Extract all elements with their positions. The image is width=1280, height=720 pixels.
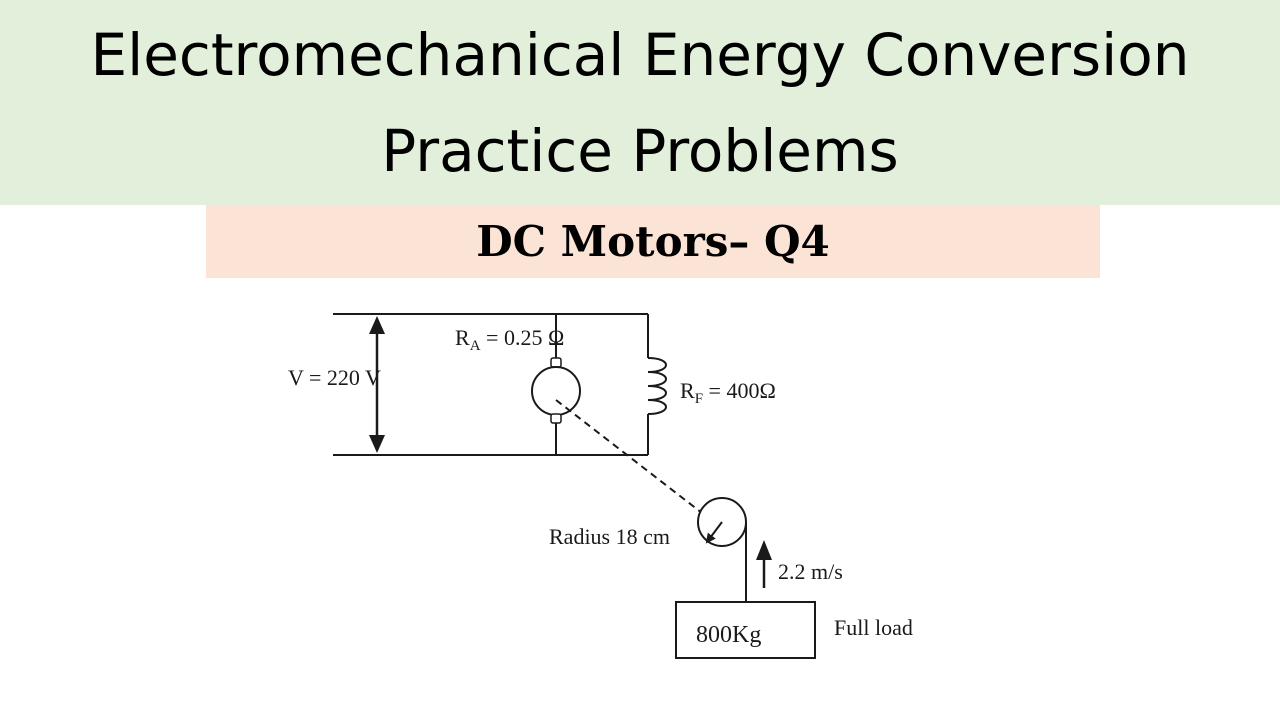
mass-label: 800Kg bbox=[696, 622, 761, 648]
armature-resistance-label: RA = 0.25 Ω bbox=[455, 325, 564, 354]
speed-label: 2.2 m/s bbox=[778, 559, 843, 584]
field-resistance-label: RF = 400Ω bbox=[680, 378, 776, 407]
velocity-arrow bbox=[756, 540, 772, 588]
mass-box bbox=[675, 601, 816, 659]
armature-motor-symbol bbox=[531, 366, 581, 416]
page-title-line-1: Electromechanical Energy Conversion bbox=[90, 21, 1190, 89]
voltage-label: V = 220 V bbox=[288, 365, 381, 390]
page-title-line-2: Practice Problems bbox=[381, 117, 899, 185]
armature-branch bbox=[531, 314, 581, 455]
question-subtitle: DC Motors– Q4 bbox=[476, 217, 830, 266]
pulley-radius-label: Radius 18 cm bbox=[549, 524, 670, 549]
voltage-arrow bbox=[369, 316, 385, 453]
subtitle-banner: DC Motors– Q4 bbox=[206, 205, 1100, 278]
field-winding bbox=[647, 314, 667, 455]
load-label: Full load bbox=[834, 615, 913, 640]
pulley-radius-arrow bbox=[705, 521, 723, 544]
title-banner: Electromechanical Energy Conversion Prac… bbox=[0, 0, 1280, 205]
